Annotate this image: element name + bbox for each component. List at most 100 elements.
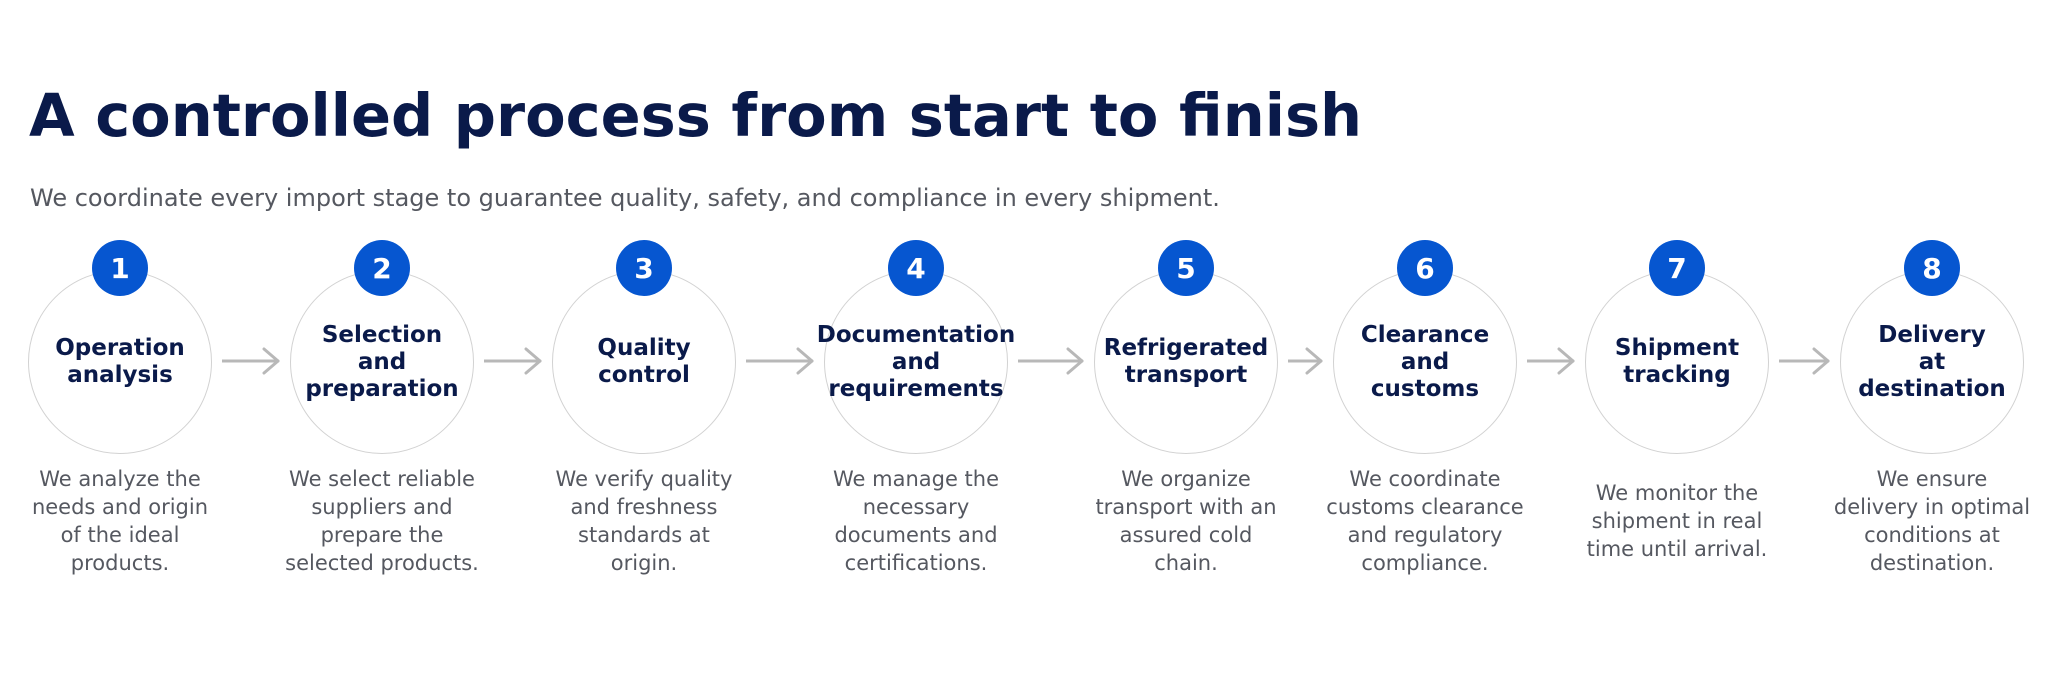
step-description-line: conditions at	[1864, 523, 2000, 547]
step-title-line: Selection	[321, 321, 443, 348]
step-title-line: Shipment	[1614, 335, 1740, 361]
step-title-line: tracking	[1623, 362, 1731, 388]
step-description-line: We select reliable	[289, 467, 475, 491]
step-description-line: suppliers and	[311, 495, 453, 519]
step-number-badge: 3	[616, 240, 672, 296]
step-number-badge: 8	[1904, 240, 1960, 296]
step-description: We select reliable suppliers and prepare t…	[252, 464, 512, 578]
step-description-line: standards at	[578, 523, 710, 547]
step-title-line: control	[598, 362, 690, 388]
step-title-line: destination	[1858, 375, 2006, 402]
step-circle	[290, 270, 474, 454]
step-description: We manage the necessary documents and certi…	[786, 464, 1046, 578]
step-title-line: and	[891, 348, 941, 375]
step-description-line: and freshness	[570, 495, 718, 519]
step-description-line: We manage the	[832, 467, 1000, 491]
page-subtitle: We coordinate every import stage to guar…	[30, 184, 1220, 212]
step-title-line: Documentation	[816, 321, 1016, 348]
step-description-text: We manage the necessary documents and certi…	[833, 465, 999, 577]
step-description-line: needs and origin	[31, 495, 209, 519]
step-title-line: and	[357, 348, 407, 375]
step-description-line: selected products.	[285, 551, 479, 575]
step-description-line: customs clearance	[1326, 495, 1524, 519]
arrow-right-icon	[1527, 347, 1575, 375]
step-description-text: We select reliable suppliers and prepare t…	[285, 465, 479, 577]
step-description-line: assured cold	[1119, 523, 1253, 547]
step-title-line: customs	[1370, 375, 1480, 402]
step-description-line: certifications.	[844, 551, 988, 575]
arrow-right-icon	[1018, 347, 1084, 375]
step-title-line: Operation	[55, 335, 185, 361]
step-description-text: We verify quality and freshness standards …	[556, 465, 733, 577]
step-description-line: prepare the	[320, 523, 444, 547]
step-number-badge: 6	[1397, 240, 1453, 296]
step-number-badge: 2	[354, 240, 410, 296]
step-title-line: Clearance	[1360, 321, 1490, 348]
step-circle	[28, 270, 212, 454]
step-title-line: Delivery	[1878, 321, 1986, 348]
step-circle	[824, 270, 1008, 454]
step-circle	[1840, 270, 2024, 454]
step-number-badge: 7	[1649, 240, 1705, 296]
step-number-badge: 4	[888, 240, 944, 296]
step-number-badge: 1	[92, 240, 148, 296]
step-description-line: We verify quality	[555, 467, 733, 491]
step-description-line: necessary	[862, 495, 970, 519]
step-description: We verify quality and freshness standards …	[514, 464, 774, 578]
step-title-line: analysis	[67, 362, 173, 388]
step-number-badge: 5	[1158, 240, 1214, 296]
arrow-right-icon	[1288, 347, 1323, 375]
step-description-line: We coordinate	[1349, 467, 1501, 491]
step-title-line: requirements	[828, 375, 1004, 402]
step-description: We coordinate customs clearance and regula…	[1295, 464, 1555, 578]
step-description-line: of the ideal	[60, 523, 180, 547]
step-circle	[1094, 270, 1278, 454]
step-description-line: We ensure	[1876, 467, 1988, 491]
step-description-line: products.	[70, 551, 170, 575]
step-description-line: shipment in real	[1591, 509, 1763, 533]
step-title-line: preparation	[305, 375, 459, 402]
step-description-line: chain.	[1154, 551, 1218, 575]
step-description-line: compliance.	[1361, 551, 1489, 575]
arrow-right-icon	[484, 347, 542, 375]
step-description-line: We monitor the	[1595, 481, 1759, 505]
step-description-line: origin.	[610, 551, 678, 575]
step-circle	[1333, 270, 1517, 454]
step-description-text: We coordinate customs clearance and regula…	[1326, 465, 1523, 577]
step-description-line: documents and	[834, 523, 998, 547]
arrow-right-icon	[222, 347, 280, 375]
arrow-right-icon	[1779, 347, 1830, 375]
step-title-line: Refrigerated	[1103, 335, 1269, 361]
step-title-line: transport	[1124, 362, 1248, 388]
step-description-line: and regulatory	[1347, 523, 1503, 547]
step-title-line: Quality	[597, 335, 691, 361]
step-description-line: transport with an	[1095, 495, 1277, 519]
step-title-line: and	[1400, 348, 1450, 375]
step-title-line: at	[1918, 348, 1946, 375]
step-description-line: destination.	[1869, 551, 1995, 575]
